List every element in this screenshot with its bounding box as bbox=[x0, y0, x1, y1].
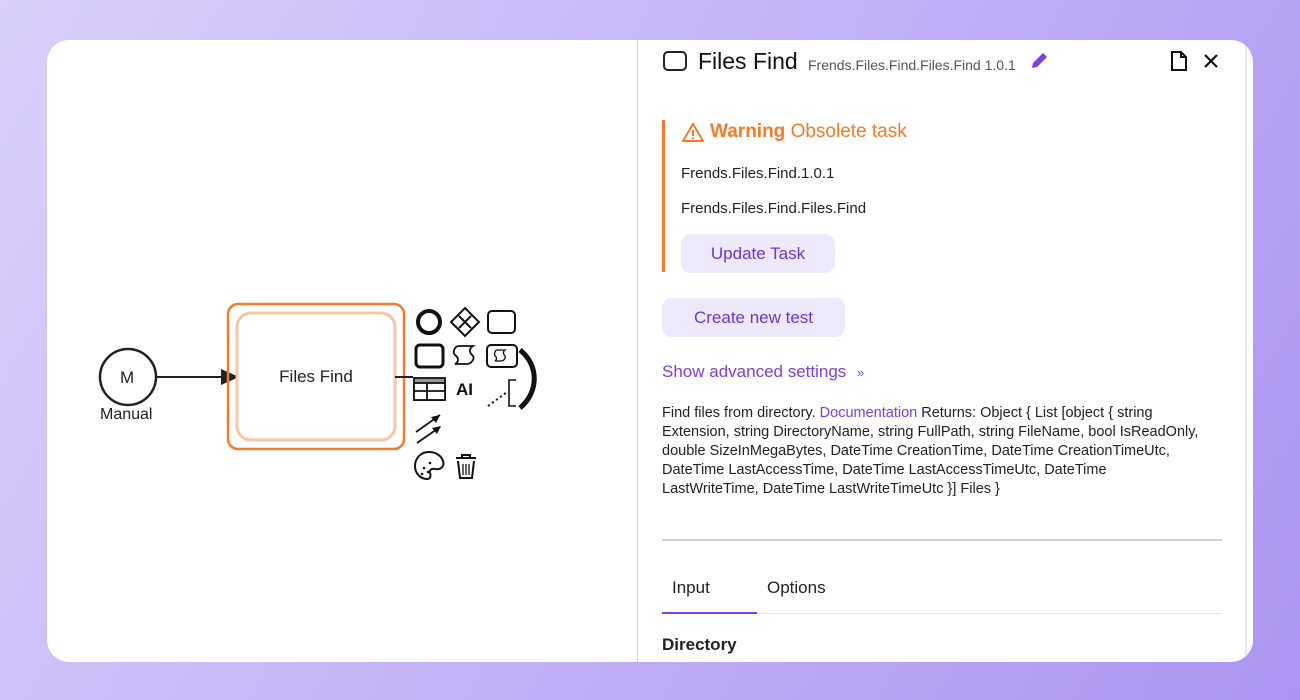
tab-input[interactable]: Input bbox=[672, 578, 710, 597]
process-canvas[interactable]: M Manual Files Find AI bbox=[47, 40, 637, 662]
arrow-head-icon bbox=[221, 369, 239, 385]
section-divider bbox=[662, 539, 1222, 541]
properties-panel: Files Find Frends.Files.Find.Files.Find … bbox=[638, 40, 1253, 662]
warning-line: Frends.Files.Find.1.0.1 bbox=[681, 165, 835, 182]
chevron-double-down-icon: » bbox=[857, 365, 865, 380]
documentation-link[interactable]: Documentation bbox=[819, 405, 918, 421]
panel-divider[interactable] bbox=[637, 40, 638, 662]
description-text: Find files from directory. bbox=[662, 405, 816, 421]
script-task-icon[interactable] bbox=[486, 344, 518, 368]
task-label: Files Find bbox=[279, 367, 353, 386]
gateway-icon[interactable] bbox=[449, 306, 481, 338]
tab-options[interactable]: Options bbox=[767, 578, 826, 597]
scrollbar[interactable] bbox=[1245, 40, 1247, 662]
warning-bar bbox=[662, 120, 665, 272]
create-new-test-button[interactable]: Create new test bbox=[662, 298, 845, 337]
script-icon[interactable] bbox=[452, 345, 476, 365]
subprocess-icon[interactable] bbox=[414, 343, 445, 369]
data-table-icon[interactable] bbox=[413, 377, 446, 401]
task-checkbox[interactable] bbox=[663, 51, 687, 71]
annotation-icon[interactable] bbox=[508, 379, 516, 407]
warning-icon bbox=[682, 122, 704, 142]
warning-title: Warning bbox=[710, 121, 786, 142]
context-pad bbox=[413, 306, 537, 481]
panel-title: Files Find bbox=[698, 48, 798, 74]
trash-icon[interactable] bbox=[456, 454, 476, 479]
warning-line: Frends.Files.Find.Files.Find bbox=[681, 200, 867, 217]
active-tab-indicator bbox=[662, 612, 757, 614]
editor-card: M Manual Files Find AI Files Find Frends… bbox=[47, 40, 1253, 662]
returns-text: Returns: Object { List [object { string … bbox=[662, 405, 1199, 497]
warning-message: Obsolete task bbox=[790, 121, 907, 142]
close-icon[interactable] bbox=[1203, 53, 1219, 69]
task-description: Find files from directory. Documentation… bbox=[662, 404, 1207, 499]
document-icon[interactable] bbox=[1170, 51, 1188, 71]
task-id: Frends.Files.Find.Files.Find 1.0.1 bbox=[808, 57, 1016, 73]
start-event-symbol: M bbox=[120, 368, 135, 387]
advanced-settings-label: Show advanced settings bbox=[662, 362, 847, 381]
directory-label: Directory bbox=[662, 635, 737, 654]
tab-bar-line bbox=[662, 613, 1222, 614]
palette-icon[interactable] bbox=[413, 450, 445, 481]
update-task-button[interactable]: Update Task bbox=[681, 234, 835, 273]
show-advanced-settings-link[interactable]: Show advanced settings » bbox=[662, 362, 864, 382]
end-event-icon[interactable] bbox=[416, 309, 442, 335]
task-icon[interactable] bbox=[487, 310, 516, 334]
edit-pencil-icon[interactable] bbox=[1029, 51, 1049, 71]
group-bracket-icon[interactable] bbox=[518, 348, 537, 410]
ai-icon[interactable]: AI bbox=[456, 380, 473, 399]
start-event-label: Manual bbox=[100, 406, 153, 423]
